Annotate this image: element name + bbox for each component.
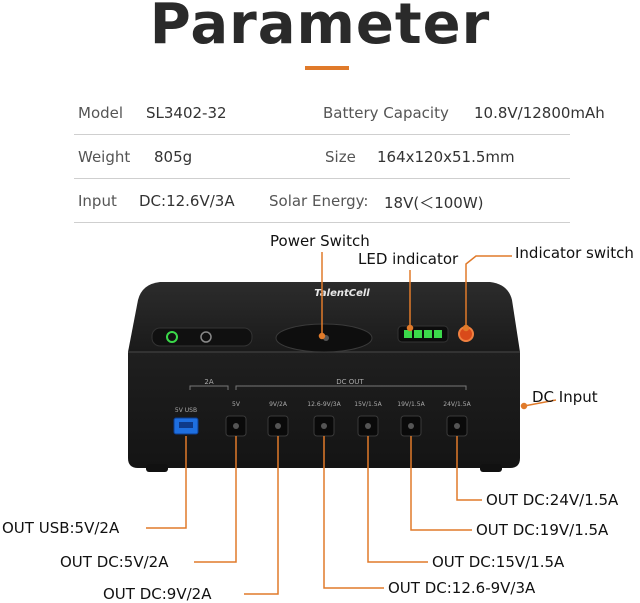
- model-label: Model: [78, 104, 124, 122]
- leader-dc9: [244, 436, 279, 595]
- device-front: [128, 352, 520, 468]
- weight-label: Weight: [78, 148, 131, 166]
- leader-usb: [146, 436, 187, 529]
- led-bar-2: [414, 330, 422, 338]
- out-dc9-label: OUT DC:9V/2A: [103, 585, 212, 603]
- leader-dc12: [323, 436, 384, 589]
- led-bar-1: [404, 330, 412, 338]
- out-dc15-label: OUT DC:15V/1.5A: [432, 553, 565, 571]
- port-label-5v: 5V: [232, 401, 241, 408]
- dc-port-pin: [454, 423, 460, 429]
- input-value: DC:12.6V/3A: [139, 192, 235, 210]
- weight-value: 805g: [154, 148, 193, 166]
- left-panel: [151, 327, 253, 347]
- title-underline: [305, 66, 349, 70]
- input-label: Input: [78, 192, 117, 210]
- leader-dot: [318, 332, 326, 340]
- bracket-2a: [189, 385, 229, 390]
- leader-dot: [462, 324, 470, 332]
- size-label: Size: [325, 148, 356, 166]
- label-5v-usb: 5V USB: [175, 407, 197, 414]
- leader-dot: [406, 324, 414, 332]
- leader-dc5: [194, 436, 237, 563]
- leader-dc24: [456, 436, 482, 501]
- leader-indicator-switch: [465, 255, 512, 328]
- battery-value: 10.8V/12800mAh: [474, 104, 605, 122]
- battery-label: Battery Capacity: [323, 104, 449, 122]
- port-label-9v: 9V/2A: [269, 401, 288, 408]
- dc-input-label: DC Input: [532, 388, 598, 406]
- spec-row-model: Model SL3402-32 Battery Capacity 10.8V/1…: [74, 92, 605, 135]
- solar-label: Solar Energy:: [269, 192, 369, 210]
- foot-right: [480, 464, 502, 472]
- power-switch-label: Power Switch: [270, 232, 370, 250]
- out-dc12-label: OUT DC:12.6-9V/3A: [388, 579, 536, 597]
- dc-port-pin: [275, 423, 281, 429]
- label-2a: 2A: [204, 378, 213, 386]
- label-dc-out: DC OUT: [336, 378, 364, 386]
- out-dc24-label: OUT DC:24V/1.5A: [486, 491, 619, 509]
- usb-port-inner: [179, 422, 193, 428]
- out-dc19-label: OUT DC:19V/1.5A: [476, 521, 609, 539]
- brand-logo: TalentCell: [314, 288, 370, 299]
- port-label-12v: 12.6-9V/3A: [307, 401, 341, 408]
- page-title: Parameter: [149, 0, 491, 57]
- out-usb-label: OUT USB:5V/2A: [2, 519, 120, 537]
- dc-port-pin: [233, 423, 239, 429]
- dc-port-pin: [408, 423, 414, 429]
- leader-dc19: [410, 436, 472, 531]
- leader-dc15: [367, 436, 428, 563]
- port-label-24v: 24V/1.5A: [443, 401, 471, 408]
- grey-indicator-icon: [200, 331, 212, 343]
- led-bar-4: [434, 330, 442, 338]
- indicator-switch-label: Indicator switch: [515, 244, 634, 262]
- port-label-15v: 15V/1.5A: [354, 401, 382, 408]
- size-value: 164x120x51.5mm: [377, 148, 515, 166]
- out-dc5-label: OUT DC:5V/2A: [60, 553, 169, 571]
- dc-ports: [225, 415, 468, 437]
- port-label-19v: 19V/1.5A: [397, 401, 425, 408]
- solar-value: 18V(＜100W): [384, 194, 484, 212]
- spec-row-input: Input DC:12.6V/3A Solar Energy: 18V(＜100…: [74, 180, 570, 223]
- led-bar-3: [424, 330, 432, 338]
- led-indicator-label: LED indicator: [358, 250, 459, 268]
- dc-port-pin: [321, 423, 327, 429]
- bracket-dc-out: [235, 385, 467, 390]
- dc-port-pin: [365, 423, 371, 429]
- green-indicator-icon: [166, 331, 178, 343]
- foot-left: [146, 464, 168, 472]
- model-value: SL3402-32: [146, 104, 227, 122]
- spec-row-weight: Weight 805g Size 164x120x51.5mm: [74, 136, 570, 179]
- leader-lines: [146, 252, 557, 595]
- leader-dot: [520, 402, 528, 410]
- leader-dc-input: [523, 399, 557, 407]
